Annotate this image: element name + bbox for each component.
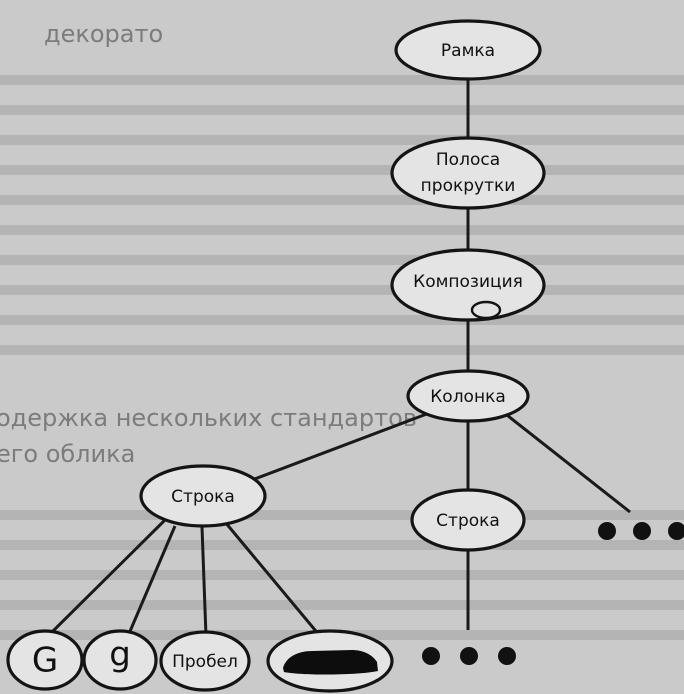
edge-row-space — [200, 526, 208, 637]
node-composition-label: Композиция — [413, 272, 523, 292]
node-scrollbar-label-line2: прокрутки — [421, 176, 516, 196]
small-oval-marker — [470, 300, 502, 320]
node-scrollbar-label-line1: Полоса — [436, 150, 500, 170]
row-glyphs-ellipsis — [422, 647, 516, 665]
background-text-lines — [0, 75, 684, 640]
node-row-left-label: Строка — [171, 487, 235, 507]
car-image-icon — [283, 650, 378, 675]
node-row-center-label: Строка — [436, 511, 500, 531]
node-image — [266, 629, 394, 693]
column-children-ellipsis — [598, 522, 684, 540]
node-glyph-lower: g — [82, 629, 158, 691]
node-row-left: Строка — [139, 464, 267, 528]
node-row-center: Строка — [410, 488, 526, 552]
node-column-label: Колонка — [430, 387, 506, 407]
edge-column-row-left — [251, 410, 433, 482]
background-heading-3: его облика — [0, 440, 135, 468]
edge-column-ellipsis — [502, 410, 631, 514]
node-glyph-upper-label: G — [32, 641, 58, 681]
node-space: Пробел — [159, 630, 251, 692]
tree-edges — [46, 78, 631, 638]
node-glyph-upper: G — [6, 629, 84, 691]
node-frame: Рамка — [394, 19, 542, 81]
edge-row-image — [223, 521, 322, 637]
node-glyph-lower-label: g — [109, 635, 131, 675]
node-column: Колонка — [406, 369, 530, 423]
node-frame-label: Рамка — [441, 41, 495, 61]
background-heading-1: декорато — [44, 20, 163, 48]
edge-row-glyph-upper — [46, 518, 167, 638]
node-space-label: Пробел — [172, 652, 238, 672]
edge-row-glyph-lower — [126, 525, 177, 637]
background-heading-2: одержка нескольких стандартов — [0, 404, 417, 432]
node-composition: Композиция — [390, 248, 546, 322]
node-scrollbar: Полоса прокрутки — [390, 136, 546, 210]
